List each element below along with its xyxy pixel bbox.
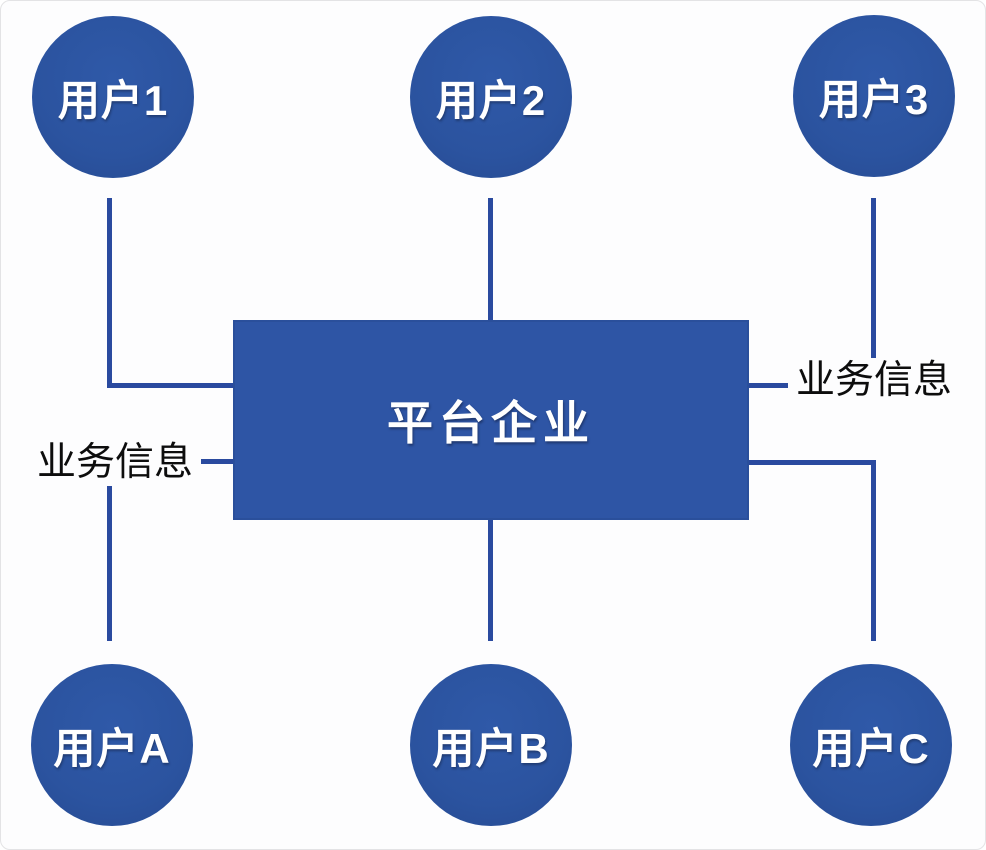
node-user-1: 用户1 (32, 16, 194, 178)
connector-usera-vertical (107, 459, 112, 641)
platform-enterprise-label: 平台企业 (387, 397, 595, 449)
connector-userc-horizontal (749, 460, 876, 465)
node-user-b-label: 用户B (432, 724, 550, 772)
connector-user1-vertical (107, 198, 112, 388)
connector-userc-vertical (871, 460, 876, 641)
node-user-2-label: 用户2 (435, 76, 547, 124)
edge-label-business-info-left: 业务信息 (29, 440, 201, 486)
node-user-2: 用户2 (410, 16, 572, 178)
node-user-3: 用户3 (793, 15, 955, 177)
connector-user3-vertical (871, 198, 876, 388)
connector-userb-vertical (488, 519, 493, 641)
node-user-a: 用户A (31, 664, 193, 826)
node-user-c-label: 用户C (812, 724, 930, 772)
node-user-c: 用户C (790, 664, 952, 826)
node-user-3-label: 用户3 (818, 75, 930, 123)
node-user-1-label: 用户1 (57, 76, 169, 124)
connector-user1-horizontal (107, 383, 233, 388)
connector-user2-vertical (488, 198, 493, 320)
node-user-a-label: 用户A (53, 724, 171, 772)
platform-enterprise-box: 平台企业 (233, 320, 749, 520)
node-user-b: 用户B (410, 664, 572, 826)
edge-label-business-info-right: 业务信息 (788, 358, 960, 404)
